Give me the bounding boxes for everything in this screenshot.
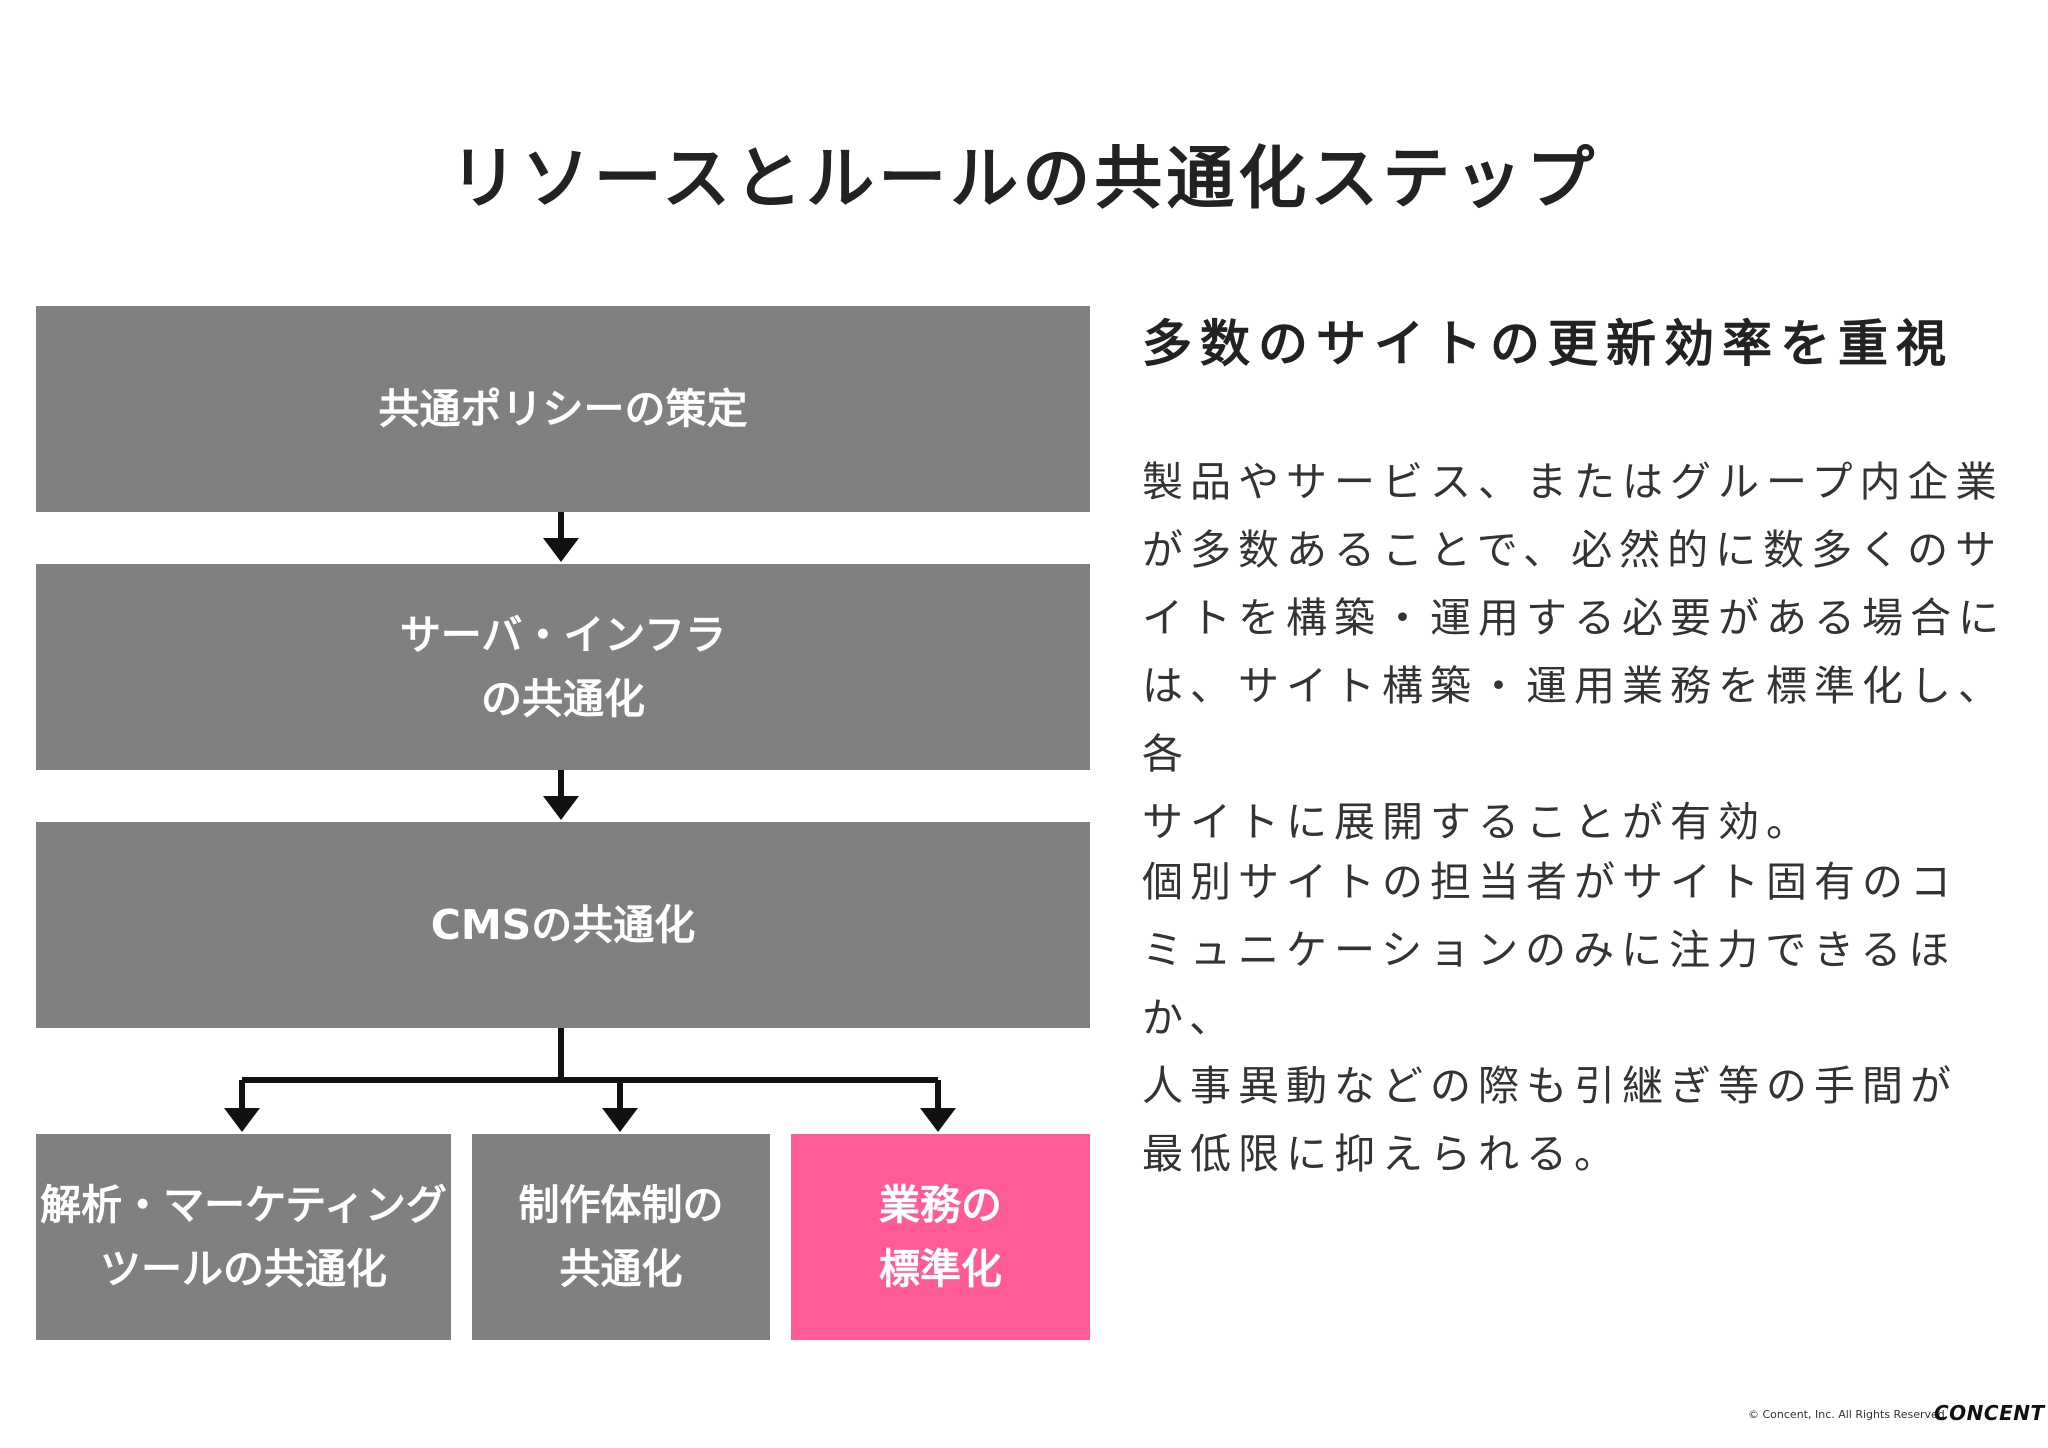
step-common-policy: 共通ポリシーの策定: [36, 306, 1090, 512]
arrow-head-branch3: [920, 1108, 956, 1132]
brand-logo: CONCENT: [1934, 1401, 2045, 1425]
branch-production: 制作体制の 共通化: [472, 1134, 770, 1340]
arrow-head-step2: [543, 538, 579, 562]
side-heading: 多数のサイトの更新効率を重視: [1142, 315, 1954, 373]
step-cms: CMSの共通化: [36, 822, 1090, 1028]
branch-business-standardization: 業務の 標準化: [791, 1134, 1090, 1340]
arrow-head-branch2: [602, 1108, 638, 1132]
step-server-infra: サーバ・インフラ の共通化: [36, 564, 1090, 770]
side-paragraph-1: 製品やサービス、またはグループ内企業 が多数あることで、必然的に数多くのサ イト…: [1142, 458, 2006, 846]
side-paragraph-2: 個別サイトの担当者がサイト固有のコ ミュニケーションのみに注力できるほか、 人事…: [1142, 858, 1958, 1178]
branch-analytics-marketing: 解析・マーケティング ツールの共通化: [36, 1134, 451, 1340]
arrow-head-step3: [543, 796, 579, 820]
copyright-text: © Concent, Inc. All Rights Reserved.: [1748, 1408, 1949, 1421]
arrow-head-branch1: [224, 1108, 260, 1132]
page-title: リソースとルールの共通化ステップ: [449, 140, 1599, 219]
